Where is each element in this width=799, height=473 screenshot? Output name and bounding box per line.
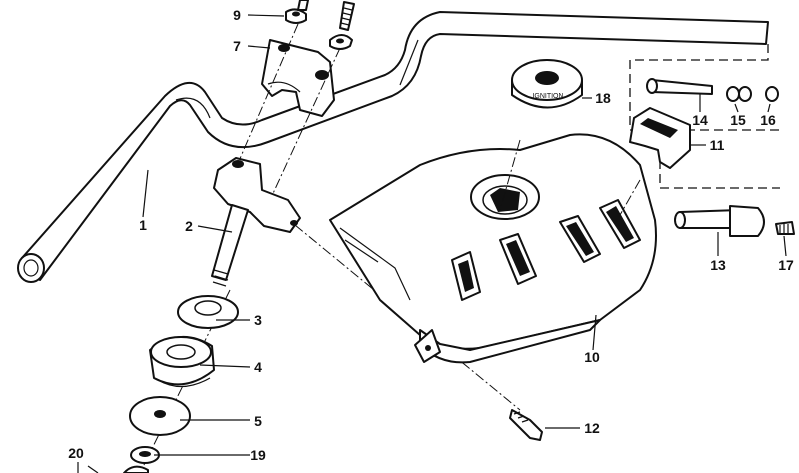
washer-9 <box>285 8 307 24</box>
callout-16: 16 <box>760 112 776 128</box>
callout-5: 5 <box>254 413 262 429</box>
callout-10: 10 <box>584 349 600 365</box>
assembly-line-left <box>235 23 299 169</box>
lower-clamp-stem <box>211 157 301 287</box>
group-box-lower <box>659 160 780 189</box>
callout-3: 3 <box>254 312 262 328</box>
callout-4: 4 <box>254 359 262 375</box>
ring-16 <box>765 86 779 102</box>
callout-2: 2 <box>185 218 193 234</box>
handlebar <box>17 11 769 283</box>
leader-lines <box>77 14 787 473</box>
washer-19 <box>130 446 160 464</box>
assembly-line-stem <box>139 289 231 473</box>
callout-13: 13 <box>710 257 726 273</box>
callout-11: 11 <box>710 137 725 153</box>
instrument-housing <box>329 133 657 364</box>
bolt-top-right <box>329 1 355 50</box>
washer-3 <box>177 295 239 329</box>
callout-9: 9 <box>233 7 241 23</box>
rings-15 <box>726 86 752 102</box>
bolt-top-left <box>297 0 309 11</box>
upper-clamp <box>261 39 335 117</box>
rubber-mount-4 <box>149 335 215 388</box>
ignition-lock-ring: IGNITION <box>511 59 583 109</box>
callout-7: 7 <box>233 38 241 54</box>
nut-20 <box>87 465 149 473</box>
switch-11 <box>629 107 691 169</box>
callout-19: 19 <box>250 447 266 463</box>
pin-14 <box>646 78 713 95</box>
switch-pin-13 <box>674 205 765 237</box>
callout-17: 17 <box>778 257 794 273</box>
assembly-line-lock <box>499 139 521 211</box>
callout-15: 15 <box>730 112 746 128</box>
callout-1: 1 <box>139 217 147 233</box>
assembly-line-switch <box>619 179 641 216</box>
screw-17 <box>775 221 795 235</box>
lock-ring-text: IGNITION <box>532 93 563 100</box>
screw-12 <box>509 409 543 441</box>
callout-12: 12 <box>584 420 600 436</box>
callout-20: 20 <box>68 445 84 461</box>
washer-5 <box>129 396 191 436</box>
callout-18: 18 <box>595 90 611 106</box>
callout-14: 14 <box>692 112 708 128</box>
assembly-line-right <box>269 47 341 201</box>
